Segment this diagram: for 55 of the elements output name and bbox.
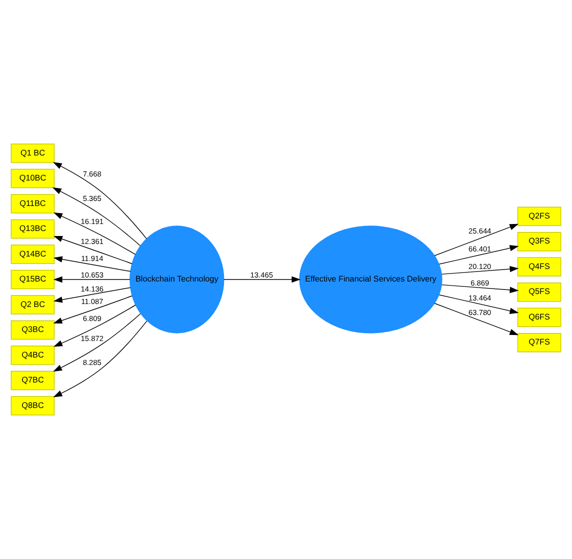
- node-box: Q13BC: [10, 219, 55, 239]
- edge-label: 7.668: [82, 169, 102, 178]
- node-ellipse: Effective Financial Services Delivery: [299, 226, 442, 334]
- arrow: [434, 302, 519, 336]
- node-box: Q14BC: [10, 244, 55, 264]
- arrow: [53, 320, 148, 398]
- arrow: [224, 276, 301, 283]
- edge-label: 16.191: [80, 216, 104, 226]
- node-box: Q7BC: [10, 370, 55, 390]
- arrow: [53, 287, 131, 303]
- arrow: [54, 304, 136, 347]
- node-box: Q11BC: [10, 194, 55, 214]
- node-box: Q4FS: [517, 257, 562, 277]
- node-box: Q1 BC: [10, 144, 55, 163]
- edge-label: 66.401: [468, 244, 492, 254]
- edge-label: 11.087: [81, 297, 104, 306]
- node-box: Q8BC: [10, 396, 55, 416]
- edge-label: 20.120: [468, 262, 492, 272]
- edge-label: 5.365: [82, 194, 102, 203]
- edge-label: 13.464: [468, 293, 492, 302]
- node-box: Q6FS: [517, 308, 562, 328]
- arrow: [441, 266, 519, 275]
- arrow: [52, 187, 141, 246]
- arrow: [53, 212, 136, 255]
- arrow: [53, 256, 131, 272]
- edge-label: 13.465: [250, 270, 273, 280]
- arrow: [53, 276, 130, 283]
- edge-label: 25.644: [468, 226, 492, 236]
- node-box: Q5FS: [517, 282, 562, 302]
- node-box: Q3FS: [517, 232, 562, 252]
- arrow: [53, 295, 132, 324]
- edge-label: 12.361: [80, 236, 104, 246]
- edge-label: 11.914: [81, 254, 104, 263]
- arrow: [441, 284, 519, 294]
- node-box: Q4BC: [10, 346, 55, 365]
- node-box: Q15BC: [10, 270, 55, 290]
- edge-label: 14.136: [80, 284, 104, 294]
- arrow: [434, 224, 519, 256]
- arrow: [53, 313, 141, 372]
- edge-label: 6.869: [470, 278, 490, 288]
- arrow: [438, 294, 519, 314]
- arrow: [52, 162, 147, 240]
- arrow: [54, 236, 132, 264]
- edge-label: 6.809: [82, 314, 102, 324]
- arrow: [438, 245, 519, 265]
- node-box: Q10BC: [10, 168, 55, 188]
- node-box: Q2FS: [517, 206, 562, 226]
- node-ellipse: Blockchain Technology: [130, 226, 224, 334]
- node-box: Q7FS: [517, 332, 562, 352]
- edge-label: 15.872: [80, 334, 104, 344]
- edge-label: 8.285: [82, 358, 102, 367]
- node-box: Q2 BC: [10, 295, 55, 314]
- edge-label: 10.653: [80, 270, 104, 280]
- node-box: Q3BC: [10, 320, 55, 340]
- edge-label: 63.780: [468, 308, 492, 318]
